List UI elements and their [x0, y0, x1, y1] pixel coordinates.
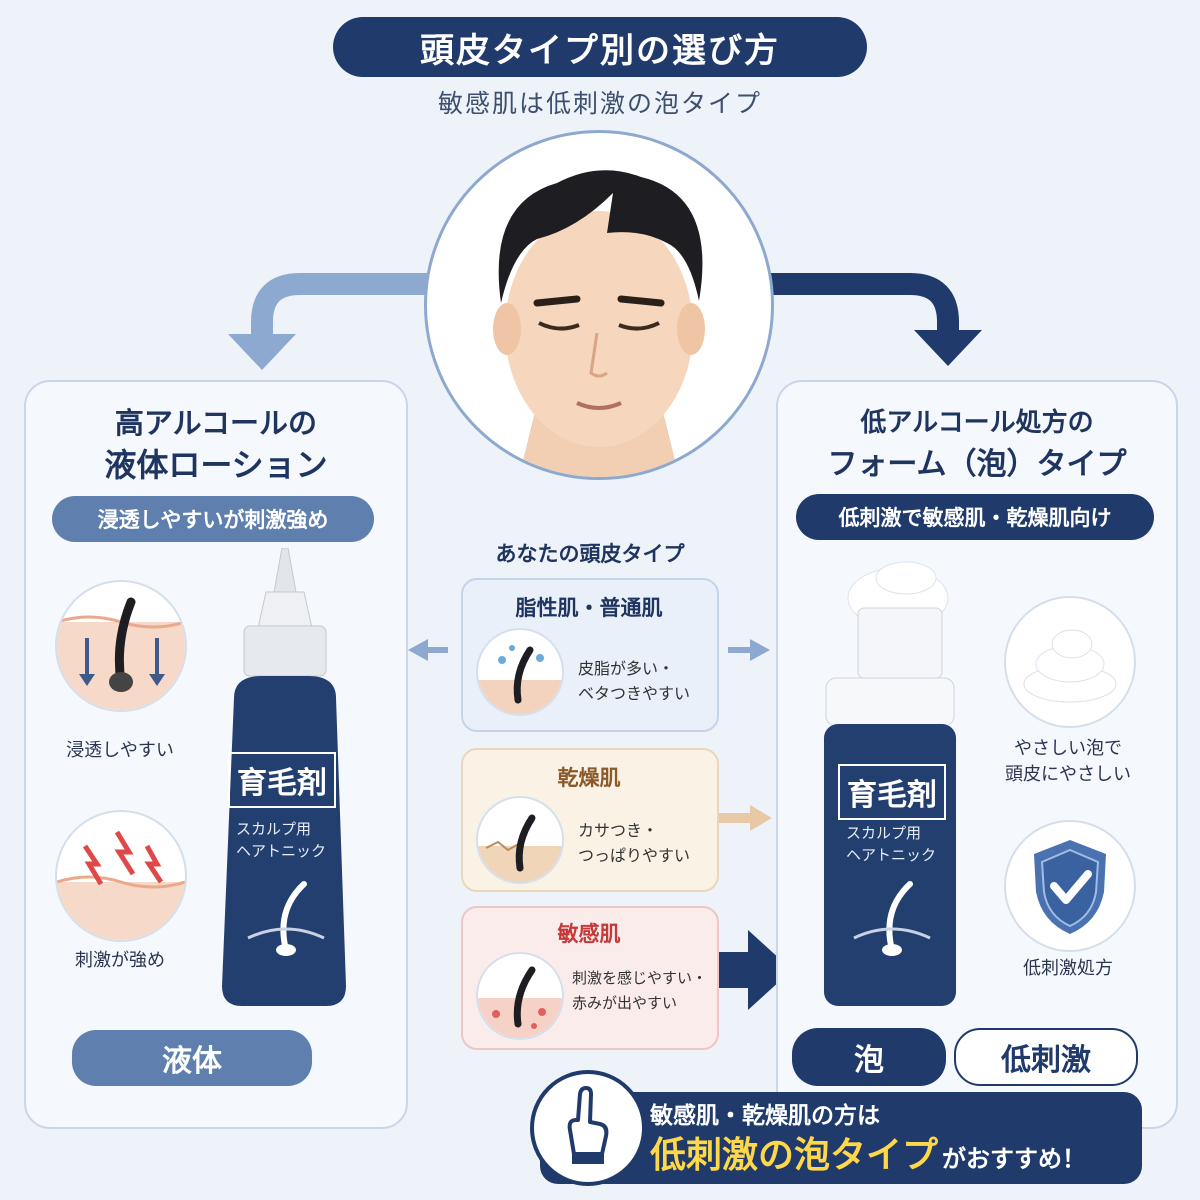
left-hair-logo-icon — [247, 881, 325, 956]
right-panel-heading: 低アルコール処方の フォーム（泡）タイプ — [776, 402, 1178, 486]
arrow-oily-right — [750, 639, 770, 661]
arrow-sensitive-right — [748, 930, 792, 1010]
right-product-desc: スカルプ用 ヘアトニック — [834, 822, 954, 866]
card-oily-title: 脂性肌・普通肌 — [515, 596, 663, 620]
foam-type-label: 泡 — [792, 1028, 946, 1086]
arrow-head-left — [228, 334, 296, 370]
shield-check-icon — [1004, 820, 1136, 952]
card-dry-desc: カサつき・ つっぱりやすい — [578, 818, 708, 868]
card-dry-title: 乾燥肌 — [557, 766, 621, 790]
left-product-desc-line1: スカルプ用 — [236, 820, 312, 838]
card-oily-line1: 皮脂が多い・ — [578, 659, 675, 678]
card-oily-desc: 皮脂が多い・ ベタつきやすい — [578, 656, 708, 706]
pointing-hand-icon — [530, 1070, 646, 1186]
liquid-bottle-illustration — [222, 548, 346, 1006]
card-oily-line2: ベタつきやすい — [578, 684, 691, 703]
irritation-icon — [55, 810, 187, 942]
feature-irritation-caption: 刺激が強め — [75, 950, 165, 971]
low-irritation-type-label: 低刺激 — [954, 1028, 1138, 1086]
penetration-icon — [55, 580, 187, 712]
right-heading-line1: 低アルコール処方の — [860, 408, 1094, 438]
left-heading-line2: 液体ローション — [104, 446, 328, 484]
arrow-to-left-panel — [251, 273, 430, 338]
sensitive-scalp-icon — [476, 952, 564, 1040]
right-heading-line2: フォーム（泡）タイプ — [827, 447, 1127, 482]
right-tagline: 低刺激で敏感肌・乾燥肌向け — [796, 494, 1154, 540]
left-product-name: 育毛剤 — [228, 752, 336, 808]
left-tagline: 浸透しやすいが刺激強め — [52, 496, 374, 542]
liquid-type-label: 液体 — [72, 1030, 312, 1086]
card-sensitive-line1: 刺激を感じやすい・ — [572, 969, 708, 987]
arrow-head-right — [914, 330, 982, 366]
right-product-desc-line1: スカルプ用 — [846, 824, 922, 842]
oily-scalp-icon — [476, 628, 564, 716]
right-product-name: 育毛剤 — [838, 764, 946, 820]
feature-foam-line2: 頭皮にやさしい — [1005, 764, 1131, 785]
page-title: 頭皮タイプ別の選び方 — [333, 17, 867, 77]
right-product-desc-line2: ヘアトニック — [846, 846, 937, 864]
banner-highlight: 低刺激の泡タイプ — [650, 1135, 939, 1176]
card-dry-line2: つっぱりやすい — [578, 846, 691, 865]
arrow-dry-right — [750, 805, 772, 831]
center-heading: あなたの頭皮タイプ — [495, 542, 685, 566]
feature-low-irritation-caption: 低刺激処方 — [1023, 958, 1113, 979]
page-subtitle: 敏感肌は低刺激の泡タイプ — [437, 89, 762, 118]
head-illustration — [424, 130, 774, 480]
banner-suffix: がおすすめ！ — [942, 1145, 1087, 1173]
card-sensitive-title: 敏感肌 — [557, 922, 621, 946]
feature-penetration-caption: 浸透しやすい — [66, 740, 174, 761]
banner-line2: 低刺激の泡タイプ がおすすめ！ — [650, 1126, 1140, 1178]
feature-foam-caption: やさしい泡で 頭皮にやさしい — [988, 736, 1148, 788]
left-heading-line1: 高アルコールの — [114, 406, 318, 440]
left-product-desc: スカルプ用 ヘアトニック — [222, 818, 342, 862]
arrow-oily-left — [408, 639, 428, 661]
left-panel-heading: 高アルコールの 液体ローション — [24, 402, 408, 486]
foam-icon — [1004, 596, 1136, 728]
card-sensitive-desc: 刺激を感じやすい・ 赤みが出やすい — [572, 966, 718, 1016]
banner-line1: 敏感肌・乾燥肌の方は — [650, 1103, 880, 1129]
feature-foam-line1: やさしい泡で — [1014, 738, 1122, 759]
right-hair-logo-icon — [853, 881, 931, 956]
card-dry-line1: カサつき・ — [578, 821, 659, 840]
arrow-to-right-panel — [770, 273, 959, 334]
left-product-desc-line2: ヘアトニック — [236, 842, 327, 860]
dry-scalp-icon — [476, 796, 564, 884]
card-sensitive-line2: 赤みが出やすい — [572, 994, 678, 1012]
